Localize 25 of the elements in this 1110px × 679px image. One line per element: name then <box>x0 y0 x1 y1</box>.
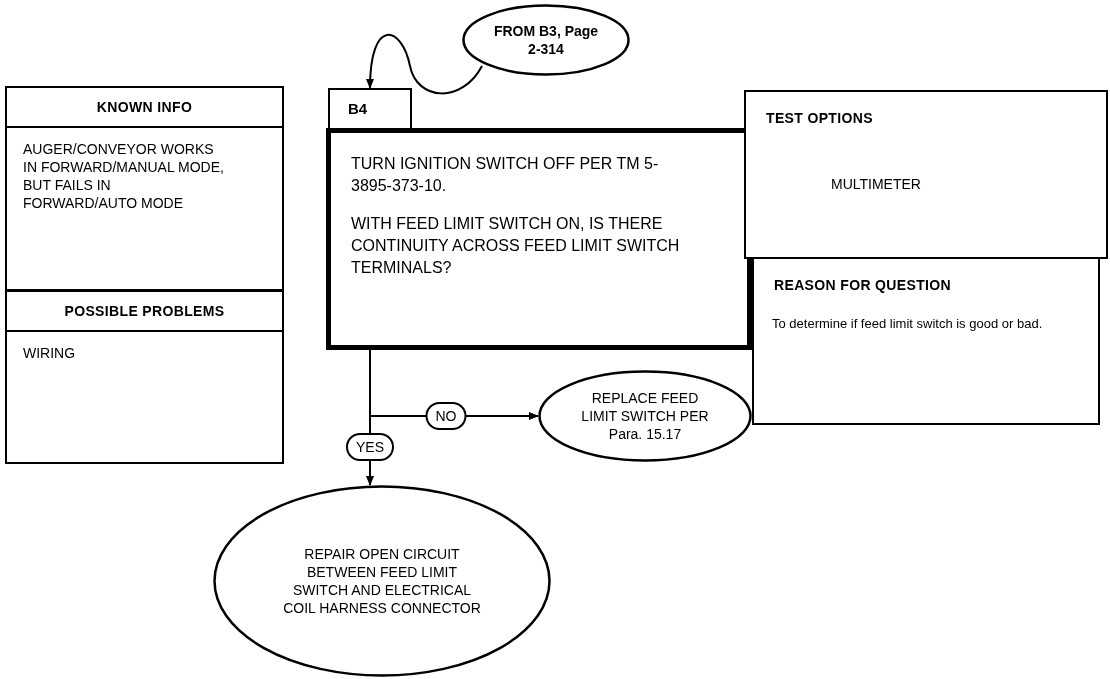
test-options-panel <box>744 90 1108 259</box>
panel-heading: POSSIBLE PROBLEMS <box>7 292 282 332</box>
panel-heading: REASON FOR QUESTION <box>774 276 951 295</box>
edge-label: NO <box>425 402 467 430</box>
question-text: WITH FEED LIMIT SWITCH ON, IS THERE CONTINUITY ACROSS FEED LIMIT SWITCH TERMINALS? <box>351 214 681 278</box>
panel-text: WIRING <box>22 344 77 362</box>
possible-problems-panel <box>5 290 284 464</box>
oval-text: REPLACE FEED LIMIT SWITCH PER Para. 15.17 <box>580 389 710 443</box>
action-oval <box>213 485 551 677</box>
panel-text: MULTIMETER <box>831 175 921 194</box>
panel-text: AUGER/CONVEYOR WORKS IN FORWARD/MANUAL MODE, BUT FAILS IN FORWARD/AUTO MODE <box>22 140 225 212</box>
oval-text: REPAIR OPEN CIRCUIT BETWEEN FEED LIMIT SWITCH AND ELECTRICAL COIL HARNESS CONNECTOR <box>282 545 482 617</box>
edge-label: YES <box>346 433 394 461</box>
question-box <box>326 128 752 350</box>
panel-text: To determine if feed limit switch is good or bad. <box>772 315 1044 333</box>
reason-panel <box>752 257 1100 425</box>
connector-arrow <box>366 34 483 95</box>
panel-heading: KNOWN INFO <box>7 88 282 128</box>
panel-heading: TEST OPTIONS <box>766 109 873 128</box>
action-oval <box>538 370 752 462</box>
step-tab: B4 <box>328 88 412 130</box>
question-text: TURN IGNITION SWITCH OFF PER TM 5-3895-373-10. <box>351 154 660 196</box>
oval-text: FROM B3, Page 2-314 <box>492 22 600 58</box>
known-info-panel <box>5 86 284 291</box>
reference-oval <box>462 4 630 76</box>
